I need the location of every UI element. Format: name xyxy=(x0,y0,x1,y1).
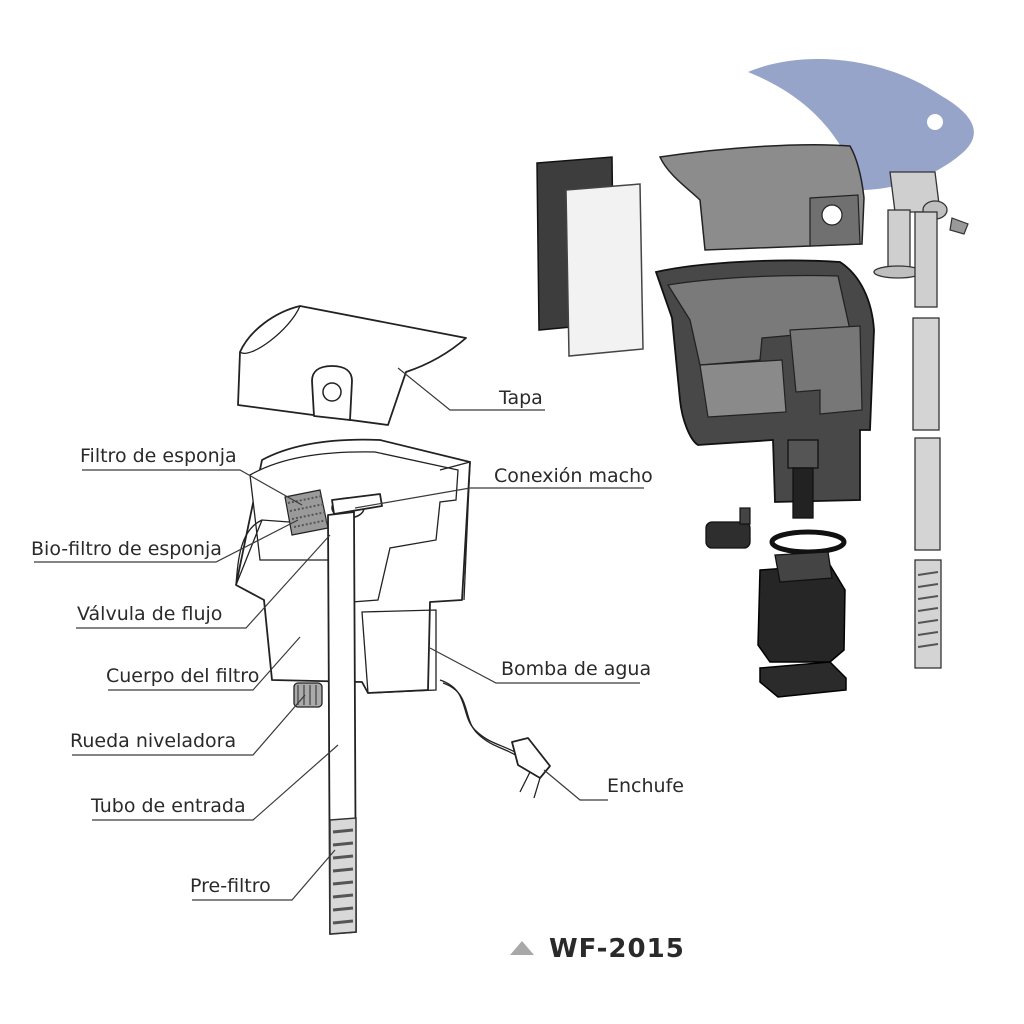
impeller-illustration xyxy=(787,439,819,519)
lid-illustration xyxy=(237,305,467,426)
label-cuerpo: Cuerpo del filtro xyxy=(106,665,259,687)
label-bio-filtro: Bio-filtro de esponja xyxy=(31,538,222,560)
label-bomba: Bomba de agua xyxy=(501,658,651,680)
model-caption: WF-2015 xyxy=(510,934,685,964)
label-tubo: Tubo de entrada xyxy=(90,795,246,817)
leader-lines xyxy=(34,367,644,901)
lid-exploded-illustration xyxy=(658,143,865,251)
exploded-view xyxy=(536,143,969,698)
power-cord-illustration xyxy=(439,679,521,759)
o-ring-illustration xyxy=(769,529,847,555)
sponge-filter-illustration xyxy=(284,489,329,536)
sponge-pads-illustration xyxy=(536,156,644,357)
label-prefiltro: Pre-filtro xyxy=(190,875,271,897)
triangle-marker-icon xyxy=(510,941,534,955)
label-tapa: Tapa xyxy=(498,387,543,409)
intake-tube-illustration xyxy=(327,511,357,935)
label-filtro-esponja: Filtro de esponja xyxy=(80,445,237,467)
pump-base-illustration xyxy=(759,661,847,698)
label-rueda: Rueda niveladora xyxy=(70,730,236,752)
pump-exploded-illustration xyxy=(757,551,846,663)
fish-logo xyxy=(748,59,974,191)
labels: Tapa Filtro de esponja Conexión macho Bi… xyxy=(31,387,684,897)
leveling-wheel-illustration xyxy=(293,682,323,708)
label-enchufe: Enchufe xyxy=(607,775,684,797)
model-name: WF-2015 xyxy=(549,934,685,964)
intake-tube-exploded-illustration xyxy=(873,171,969,669)
label-conexion-macho: Conexión macho xyxy=(494,465,653,487)
plug-illustration xyxy=(511,737,551,799)
leveling-wheel-exploded-illustration xyxy=(705,507,751,549)
assembled-view xyxy=(235,305,551,935)
body-exploded-illustration xyxy=(654,259,875,503)
label-valvula: Válvula de flujo xyxy=(77,603,222,625)
